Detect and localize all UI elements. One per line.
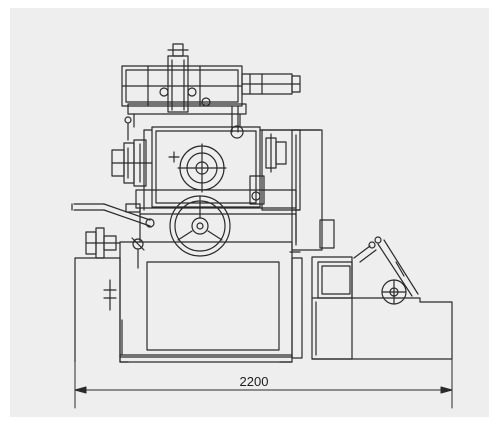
machine-column [135,126,335,251]
left-handwheel-lower [85,227,145,269]
left-handwheel-upper [111,116,153,187]
motor-unit [311,236,453,360]
dimension-line [74,358,453,409]
top-head [121,43,301,139]
dimension-label: 2200 [240,374,269,389]
machine-base [74,241,303,363]
left-lever [71,203,155,228]
large-handwheel [169,195,231,257]
center-gear [168,143,227,193]
right-handle [249,133,287,205]
